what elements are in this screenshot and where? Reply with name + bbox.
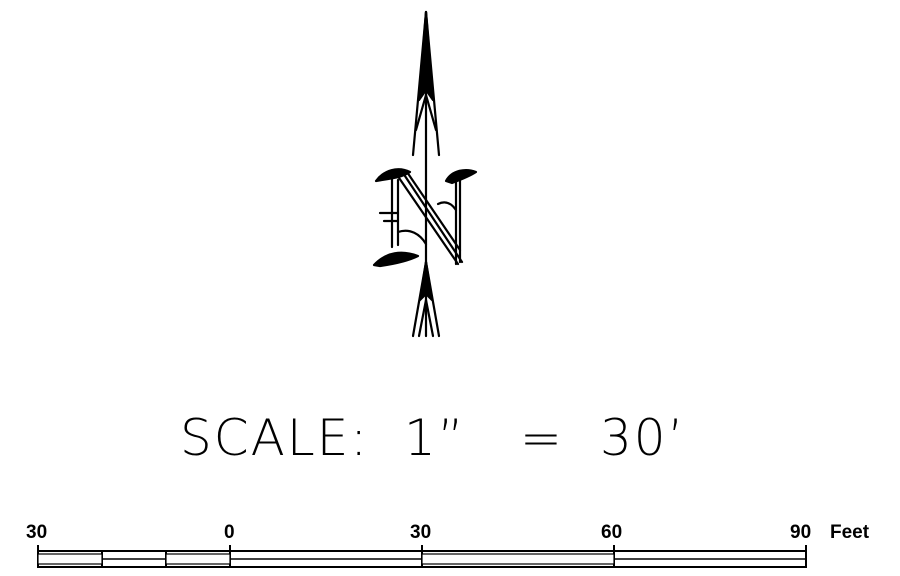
scale-inches: 1”: [404, 409, 466, 467]
tick-label-90: 90: [790, 522, 811, 543]
tick-label-60: 60: [601, 522, 622, 543]
north-arrow-icon: [411, 10, 441, 338]
scale-bar-labels: 30 0 30 60 90 Feet: [26, 522, 870, 543]
scale-label: SCALE:: [180, 409, 369, 467]
tick-label-30-left: 30: [26, 522, 47, 543]
scale-equals: =: [520, 409, 564, 467]
north-letter-glyph: [372, 168, 478, 268]
scale-feet: 30’: [600, 409, 686, 467]
tick-label-30: 30: [410, 522, 431, 543]
scale-bar: [37, 545, 807, 568]
scale-bar-unit: Feet: [830, 522, 870, 543]
scale-statement: SCALE: 1” = 30’: [180, 409, 686, 467]
tick-label-0: 0: [224, 522, 235, 543]
